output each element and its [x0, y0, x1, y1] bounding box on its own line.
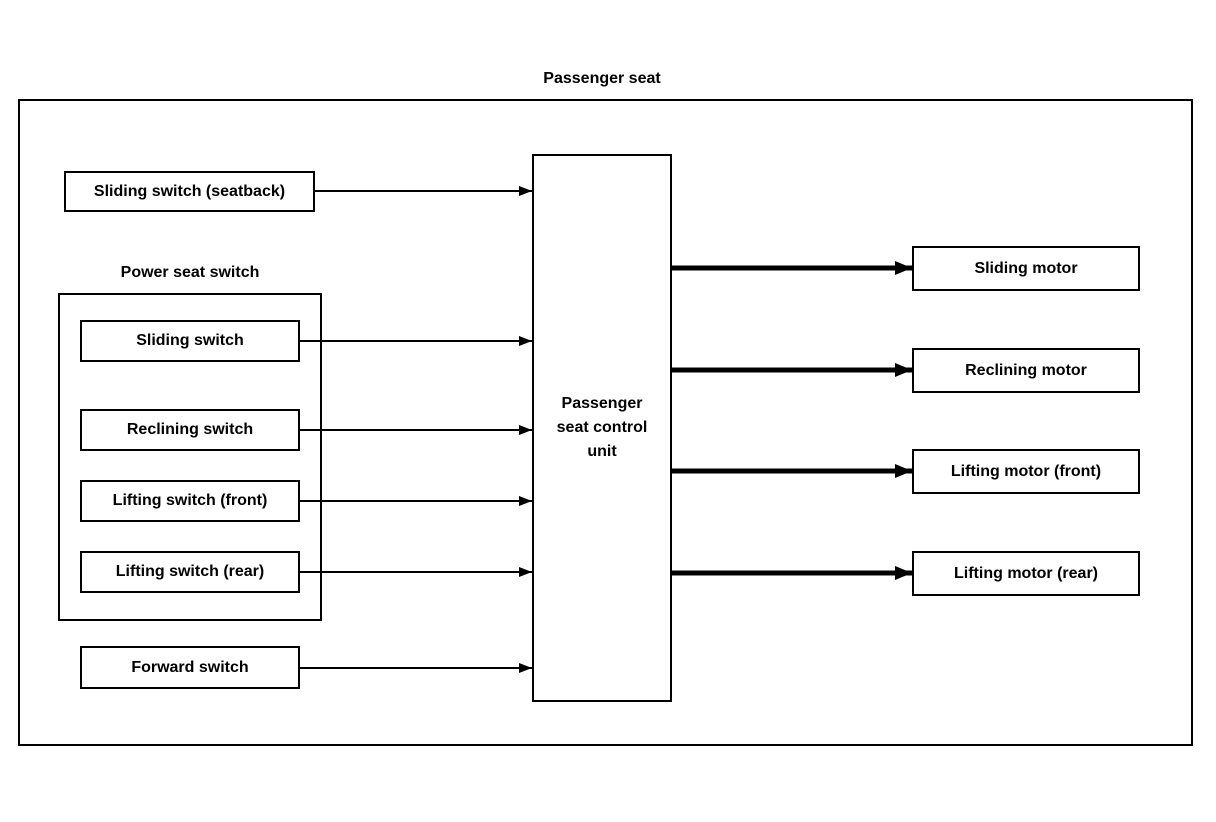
sliding-motor-box: Sliding motor — [912, 246, 1140, 291]
lifting-switch-front-box: Lifting switch (front) — [80, 480, 300, 522]
lifting-motor-front-box: Lifting motor (front) — [912, 449, 1140, 494]
power-seat-switch-group-label: Power seat switch — [120, 264, 260, 281]
diagram-outer-border — [18, 99, 1193, 746]
reclining-motor-box: Reclining motor — [912, 348, 1140, 393]
passenger-seat-control-unit-box: Passenger seat control unit — [532, 154, 672, 702]
forward-switch-box: Forward switch — [80, 646, 300, 689]
sliding-switch-box: Sliding switch — [80, 320, 300, 362]
lifting-motor-rear-box: Lifting motor (rear) — [912, 551, 1140, 596]
reclining-switch-box: Reclining switch — [80, 409, 300, 451]
power-seat-switch-group-box — [58, 293, 322, 621]
sliding-switch-seatback-box: Sliding switch (seatback) — [64, 171, 315, 212]
diagram-title: Passenger seat — [543, 70, 661, 87]
lifting-switch-rear-box: Lifting switch (rear) — [80, 551, 300, 593]
